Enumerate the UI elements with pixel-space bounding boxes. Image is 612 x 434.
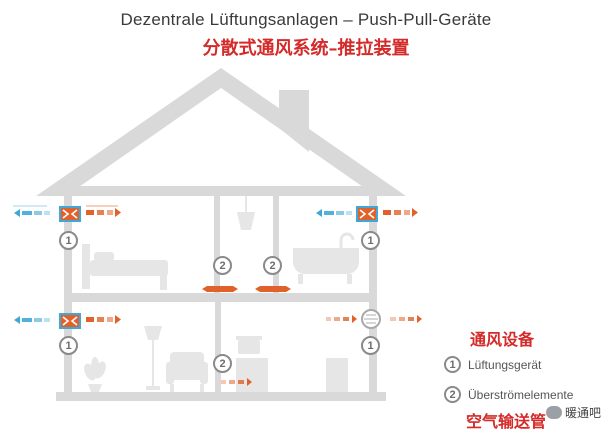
armchair: [166, 352, 208, 392]
outer-wall-right: [369, 186, 377, 399]
marker-1-lower-right: 1: [361, 336, 380, 355]
transfer-elements: [202, 286, 291, 292]
watermark-text: 暖通吧: [565, 406, 602, 420]
airflow-lower-right-inner: [326, 315, 357, 323]
airflow-lower-left-orange: [86, 315, 121, 324]
legend-number: 2: [444, 386, 461, 403]
bed: [82, 244, 168, 290]
legend-item-transfer-elements: 2 Überströmelemente: [444, 386, 573, 403]
airflow-arrows: [13, 205, 422, 386]
marker-2-right: 2: [263, 256, 282, 275]
legend-number: 1: [444, 356, 461, 373]
house-structure: [36, 68, 406, 401]
airflow-upper-left-orange: [86, 205, 121, 217]
ceiling-lamp: [237, 196, 255, 230]
plant: [84, 357, 106, 392]
transfer-element-left: [202, 286, 238, 292]
legend-footer: 空气输送管: [466, 412, 547, 431]
wechat-icon: [546, 406, 562, 419]
roof: [36, 68, 406, 196]
airflow-upper-right-orange: [383, 208, 418, 217]
ventilation-units: [59, 206, 381, 329]
legend-label: Lüftungsgerät: [468, 357, 542, 372]
transfer-element-right: [255, 286, 291, 292]
partition-upper-right: [273, 196, 279, 293]
marker-1-upper-left: 1: [59, 231, 78, 250]
marker-1-lower-left: 1: [59, 336, 78, 355]
marker-2-left: 2: [213, 256, 232, 275]
floor-lamp: [144, 326, 162, 390]
vent-unit-lower-right: [361, 309, 381, 329]
vent-unit-lower-left: [59, 313, 81, 329]
airflow-lower-right-outer: [390, 315, 422, 323]
airflow-lower-left-blue: [14, 316, 50, 324]
middle-floor: [64, 293, 377, 302]
fridge: [326, 358, 348, 392]
watermark: 暖通吧: [546, 404, 601, 421]
legend-heading: 通风设备: [470, 330, 535, 349]
vent-unit-upper-right: [356, 206, 378, 222]
marker-2-kitchen: 2: [213, 354, 232, 373]
legend-label: Überströmelemente: [468, 387, 574, 402]
kitchen-stove: [236, 336, 268, 392]
airflow-upper-right-blue: [316, 209, 352, 217]
ground-floor: [56, 392, 386, 401]
legend-item-ventilation-unit: 1 Lüftungsgerät: [444, 356, 541, 373]
vent-unit-upper-left: [59, 206, 81, 222]
partition-lower: [215, 302, 221, 392]
attic-floor: [66, 186, 376, 196]
outer-wall-left: [64, 186, 72, 399]
airflow-upper-left-blue: [13, 205, 50, 217]
bathtub: [293, 232, 359, 284]
marker-1-upper-right: 1: [361, 231, 380, 250]
title-german: Dezentrale Lüftungsanlagen – Push-Pull-G…: [120, 10, 492, 29]
furniture: [82, 196, 359, 392]
title-chinese: 分散式通风系统–推拉装置: [202, 38, 410, 59]
airflow-kitchen: [221, 378, 252, 386]
partition-upper-left: [214, 196, 220, 293]
chimney: [279, 90, 309, 152]
